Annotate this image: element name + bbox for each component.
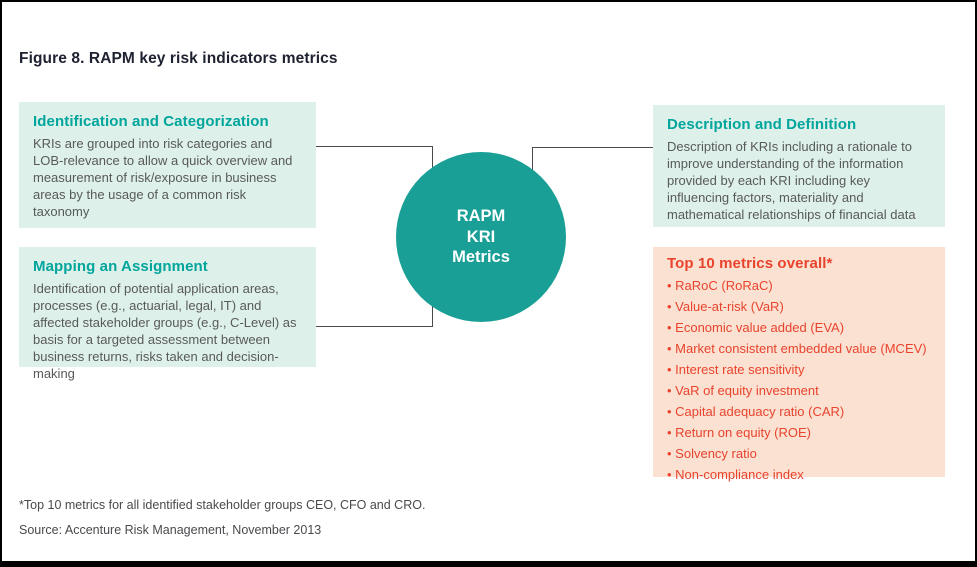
top10-metric-item: RaRoC (RoRaC) xyxy=(667,275,931,296)
figure-footnote: *Top 10 metrics for all identified stake… xyxy=(19,498,426,512)
connector-identification-horizontal xyxy=(316,146,432,147)
top10-metric-item: Value-at-risk (VaR) xyxy=(667,296,931,317)
top10-metric-item: Solvency ratio xyxy=(667,443,931,464)
box-top10-title: Top 10 metrics overall* xyxy=(667,255,833,272)
top10-metrics-list: RaRoC (RoRaC) Value-at-risk (VaR) Econom… xyxy=(667,275,931,485)
connector-description-horizontal xyxy=(532,147,653,148)
box-description-title: Description and Definition xyxy=(667,116,857,133)
box-identification-body: KRIs are grouped into risk categories an… xyxy=(33,136,293,219)
top10-metric-item: Market consistent embedded value (MCEV) xyxy=(667,338,931,359)
box-top10-metrics: Top 10 metrics overall* RaRoC (RoRaC) Va… xyxy=(653,247,945,482)
box-mapping-body: Identification of potential application … xyxy=(33,281,297,381)
box-description-definition: Description and Definition Description o… xyxy=(653,105,945,227)
figure-source: Source: Accenture Risk Management, Novem… xyxy=(19,523,322,537)
box-identification-title: Identification and Categorization xyxy=(33,113,269,130)
box-mapping-assignment: Mapping an Assignment Identification of … xyxy=(19,247,316,381)
circle-label-line1: RAPM xyxy=(456,207,506,226)
connector-mapping-horizontal xyxy=(316,326,432,327)
box-mapping-title: Mapping an Assignment xyxy=(33,258,208,275)
top10-metric-item: Return on equity (ROE) xyxy=(667,422,931,443)
circle-label-line3: Metrics xyxy=(452,248,510,267)
top10-metric-item: Capital adequacy ratio (CAR) xyxy=(667,401,931,422)
top10-metric-item: VaR of equity investment xyxy=(667,380,931,401)
top10-metric-item: Interest rate sensitivity xyxy=(667,359,931,380)
rapm-kri-metrics-circle: RAPM KRI Metrics xyxy=(396,152,566,322)
top10-metric-item: Economic value added (EVA) xyxy=(667,317,931,338)
top10-metric-item: Non-compliance index xyxy=(667,464,931,485)
circle-label-line2: KRI xyxy=(466,227,496,246)
box-description-body: Description of KRIs including a rational… xyxy=(667,139,916,222)
box-identification-categorization: Identification and Categorization KRIs a… xyxy=(19,102,316,228)
figure-title: Figure 8. RAPM key risk indicators metri… xyxy=(19,50,338,67)
